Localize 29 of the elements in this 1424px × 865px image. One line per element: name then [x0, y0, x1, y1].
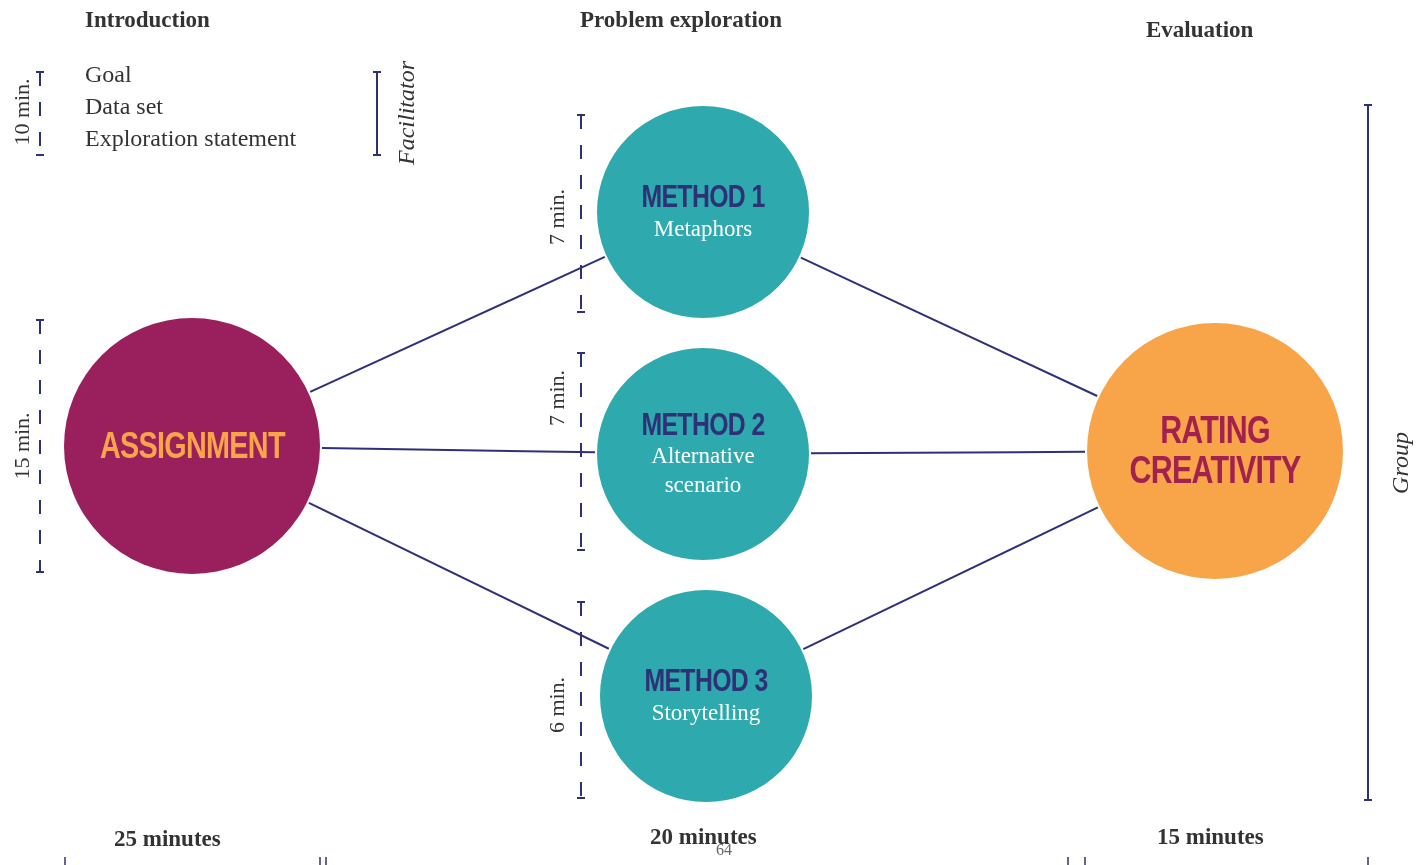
connector-line: [802, 506, 1099, 651]
connector-line: [799, 256, 1099, 397]
connector-line: [321, 447, 596, 454]
role-label: Group: [1388, 432, 1412, 494]
circle-subtitle: Alternative scenario: [650, 442, 756, 500]
section-heading: Introduction: [85, 8, 210, 31]
duration-label: 10 min.: [11, 78, 33, 146]
section-heading: Problem exploration: [580, 8, 783, 31]
circle-heading: METHOD 1: [640, 181, 766, 214]
connector-line: [309, 255, 606, 393]
circle-subtitle: Storytelling: [650, 698, 762, 727]
duration-label: 7 min.: [546, 188, 568, 246]
duration-label: 7 min.: [546, 369, 568, 427]
agenda-item: Goal: [85, 62, 132, 86]
circle-heading: ASSIGNMENT: [100, 427, 284, 465]
agenda-item: Data set: [85, 94, 163, 118]
connector-line: [810, 450, 1086, 455]
duration-label: 15 min.: [11, 412, 33, 480]
duration-total: 15 minutes: [1157, 825, 1264, 848]
circle-heading: METHOD 3: [643, 665, 769, 698]
role-label: Facilitator: [394, 61, 418, 165]
duration-total: 25 minutes: [114, 827, 221, 850]
circle-heading: RATING CREATIVITY: [1128, 411, 1302, 491]
circle-heading: METHOD 2: [640, 408, 766, 442]
connector-line: [307, 501, 610, 650]
agenda-item: Exploration statement: [85, 126, 297, 150]
circle-subtitle: Metaphors: [652, 214, 754, 243]
section-heading: Evaluation: [1146, 18, 1254, 41]
duration-label: 6 min.: [546, 676, 568, 734]
